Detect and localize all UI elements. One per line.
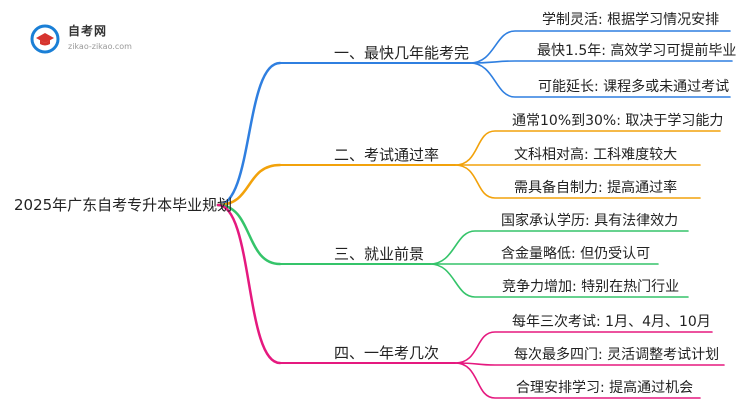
leaf-node: 每次最多四门: 灵活调整考试计划 [514, 347, 720, 363]
leaf-node: 可能延长: 课程多或未通过考试 [538, 79, 730, 95]
branch-to-leaf-connector [429, 230, 689, 265]
root-to-branch-connector [216, 163, 282, 207]
leaf-node: 合理安排学习: 提高通过机会 [516, 380, 694, 396]
branch-to-leaf-connector [469, 60, 733, 64]
leaf-node: 竞争力增加: 特别在热门行业 [502, 279, 680, 295]
site-logo: 自考网 zikao-zikao.com [28, 20, 168, 60]
branch-node-4: 四、一年考几次 [334, 344, 440, 362]
branch-node-2: 二、考试通过率 [334, 146, 440, 164]
branch-to-leaf-connector [469, 62, 731, 98]
leaf-node: 文科相对高: 工科难度较大 [514, 147, 678, 163]
branch-to-leaf-connector [469, 30, 731, 64]
leaf-node: 学制灵活: 根据学习情况安排 [542, 12, 720, 28]
root-to-branch-connector [216, 203, 282, 266]
branch-to-leaf-connector [429, 263, 689, 298]
root-node: 2025年广东自考专升本毕业规划 [14, 196, 233, 214]
branch-to-leaf-connector [454, 331, 713, 364]
branch-to-leaf-connector [454, 362, 701, 399]
leaf-node: 国家承认学历: 具有法律效力 [501, 213, 679, 229]
leaf-node: 需具备自制力: 提高通过率 [514, 180, 678, 196]
leaf-node: 最快1.5年: 高效学习可提前毕业 [537, 43, 737, 59]
branch-to-leaf-connector [454, 362, 725, 366]
branch-node-1: 一、最快几年能考完 [334, 44, 470, 62]
logo-subtitle: zikao-zikao.com [68, 42, 132, 51]
leaf-node: 每年三次考试: 1月、4月、10月 [512, 314, 711, 330]
branch-to-leaf-connector [454, 130, 721, 166]
graduation-cap-icon [30, 24, 60, 54]
root-to-branch-connector [216, 61, 282, 207]
branch-node-3: 三、就业前景 [334, 245, 425, 263]
leaf-node: 通常10%到30%: 取决于学习能力 [512, 113, 724, 129]
root-to-branch-connector [216, 203, 282, 365]
leaf-node: 含金量略低: 但仍受认可 [501, 246, 651, 262]
logo-title: 自考网 [68, 24, 108, 38]
branch-to-leaf-connector [454, 164, 701, 199]
